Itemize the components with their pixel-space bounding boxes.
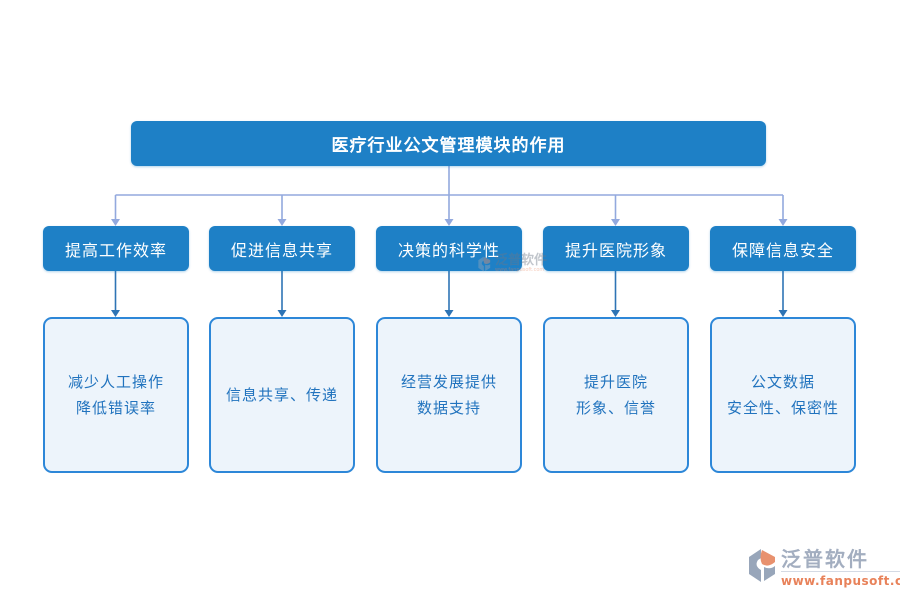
branch-leaf-5: 公文数据 安全性、保密性: [710, 317, 856, 473]
branch-leaf-4: 提升医院 形象、信誉: [543, 317, 689, 473]
fanpu-logo-icon: [749, 549, 775, 582]
branch-node-2: 促进信息共享: [209, 226, 355, 271]
footer-url-text: www.fanpusoft.com: [781, 574, 900, 588]
branch-node-5: 保障信息安全: [710, 226, 856, 271]
branch-node-4: 提升医院形象: [543, 226, 689, 271]
branch-leaf-3: 经营发展提供 数据支持: [376, 317, 522, 473]
branch-node-3: 决策的科学性: [376, 226, 522, 271]
fanpu-logo-icon: [478, 256, 491, 271]
branch-leaf-2: 信息共享、传递: [209, 317, 355, 473]
watermark-url-text: www.fanpusoft.com: [495, 267, 545, 273]
root-title-node: 医疗行业公文管理模块的作用: [131, 121, 766, 166]
center-watermark: 泛普软件 www.fanpusoft.com: [477, 254, 547, 273]
branch-leaf-1: 减少人工操作 降低错误率: [43, 317, 189, 473]
fanpu-footer-logo: 泛普软件 www.fanpusoft.com: [746, 548, 900, 588]
branch-node-1: 提高工作效率: [43, 226, 189, 271]
watermark-brand-text: 泛普软件: [495, 253, 548, 268]
footer-brand-text: 泛普软件: [781, 548, 900, 572]
